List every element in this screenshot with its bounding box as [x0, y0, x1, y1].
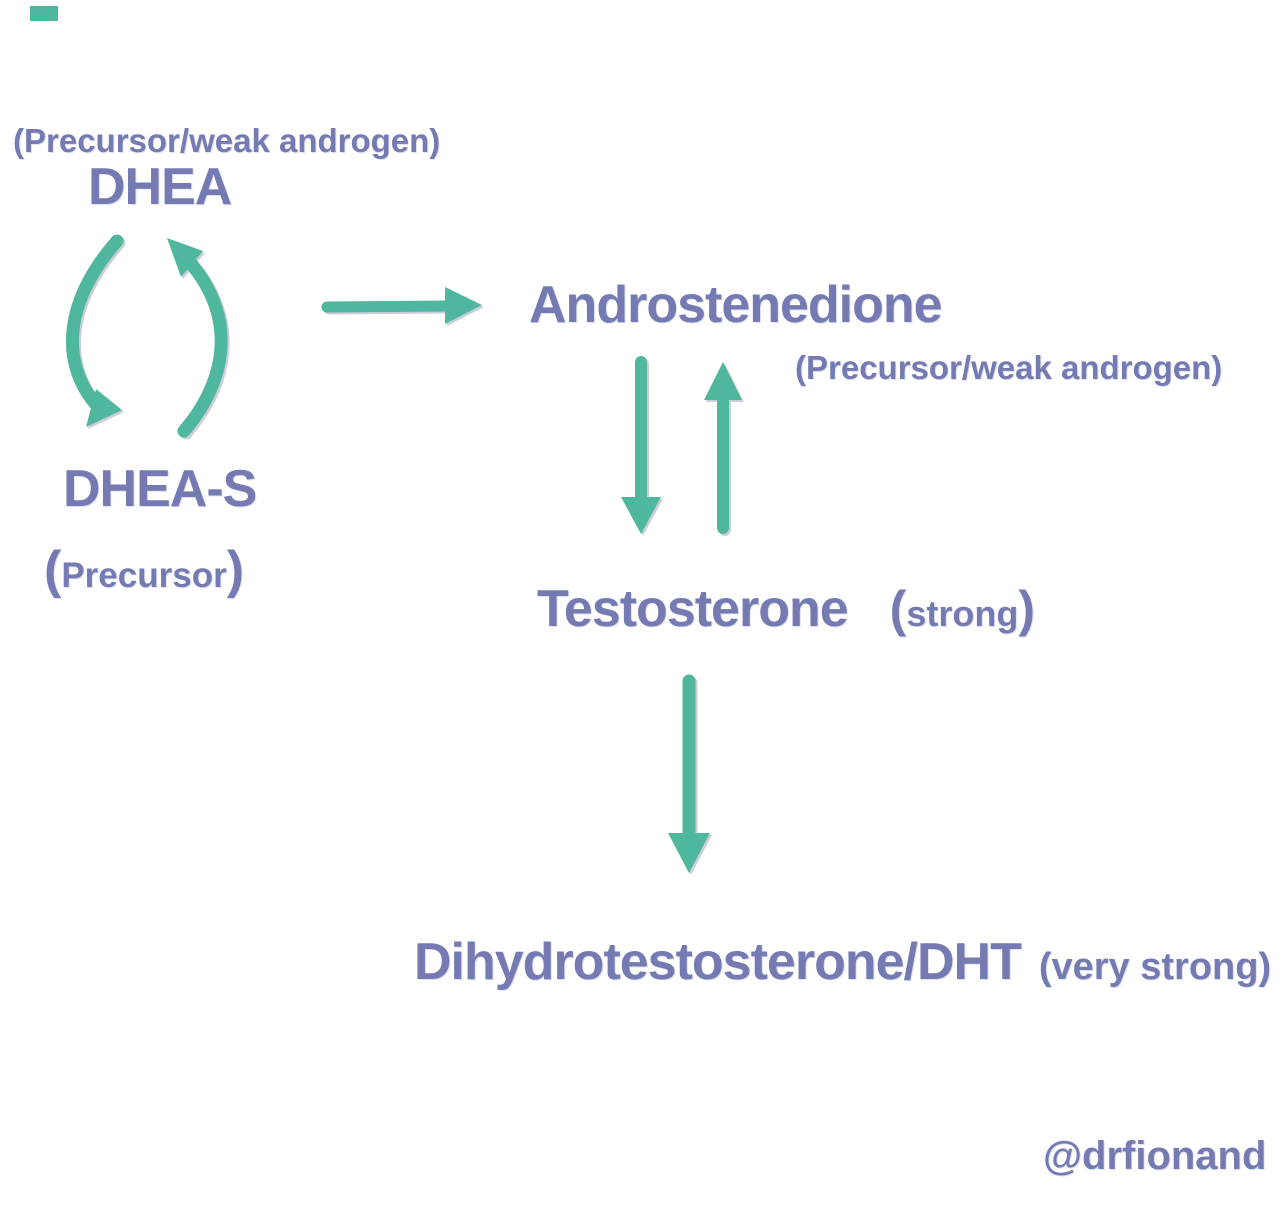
testosterone-strength: ( strong )	[890, 584, 1035, 634]
close-paren: )	[1018, 581, 1035, 637]
arrow-dheas-to-dhea	[167, 238, 228, 438]
arrow-dhea-to-androstenedione	[321, 287, 482, 324]
arrow-testosterone-to-androstenedione	[704, 362, 742, 534]
arrow-dhea-to-dheas	[66, 234, 124, 427]
corner-mark	[30, 6, 58, 21]
node-androstenedione: Androstenedione	[529, 276, 943, 334]
testosterone-strength-text: strong	[906, 593, 1019, 634]
dhea-s-annotation-text: Precursor	[61, 556, 227, 595]
arrow-testosterone-to-dht	[668, 674, 710, 873]
node-testosterone-row: Testosterone ( strong )	[537, 583, 1035, 635]
dhea-s-annotation: ( Precursor )	[44, 544, 244, 596]
open-paren: (	[889, 581, 907, 637]
watermark: @drfionand	[1043, 1134, 1267, 1178]
node-dht: Dihydrotestosterone/DHT	[414, 933, 1022, 991]
open-paren: (	[44, 541, 62, 599]
dht-strength: (very strong)	[1038, 946, 1272, 988]
dhea-annotation: (Precursor/weak androgen)	[13, 122, 441, 159]
node-testosterone: Testosterone	[537, 580, 849, 638]
node-dht-row: Dihydrotestosterone/DHT (very strong)	[414, 936, 1271, 988]
node-dhea: DHEA	[88, 158, 232, 216]
arrow-androstenedione-to-testosterone	[621, 356, 661, 534]
androstenedione-annotation: (Precursor/weak androgen)	[795, 349, 1223, 386]
node-dhea-s: DHEA-S	[63, 460, 257, 518]
close-paren: )	[226, 541, 245, 599]
